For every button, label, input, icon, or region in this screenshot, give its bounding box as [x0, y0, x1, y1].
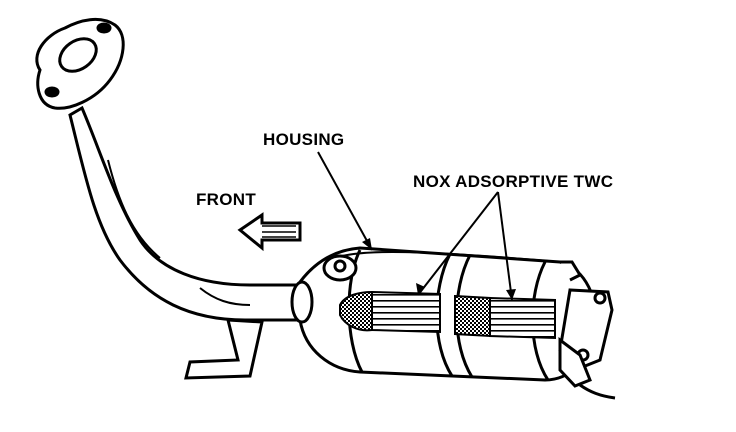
inlet-flange — [35, 17, 125, 110]
front-label: FRONT — [196, 190, 257, 209]
nox-adsorptive-twc-label: NOX ADSORPTIVE TWC — [413, 172, 614, 191]
down-pipe — [68, 105, 302, 322]
leader-lines — [317, 151, 513, 301]
support-bracket — [184, 318, 264, 380]
pipe-collar — [290, 280, 314, 324]
oxygen-sensor — [558, 337, 616, 400]
housing-label: HOUSING — [263, 130, 345, 149]
rear-substrate — [454, 294, 556, 340]
front-substrate — [339, 290, 441, 334]
leader-arrowheads — [362, 238, 516, 300]
front-arrow-icon — [237, 212, 302, 252]
